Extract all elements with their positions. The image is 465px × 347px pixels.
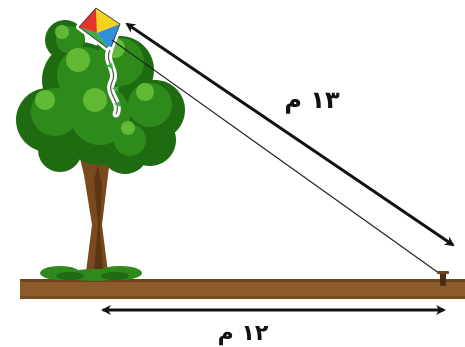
base-label: ١٢ م [218,321,269,346]
hypotenuse-arrow [125,22,455,247]
kite-icon [76,5,123,118]
tree-icon [16,20,185,281]
hypotenuse-label: ١٣ م [284,86,340,114]
stake-icon [437,271,449,286]
ground [20,279,465,299]
